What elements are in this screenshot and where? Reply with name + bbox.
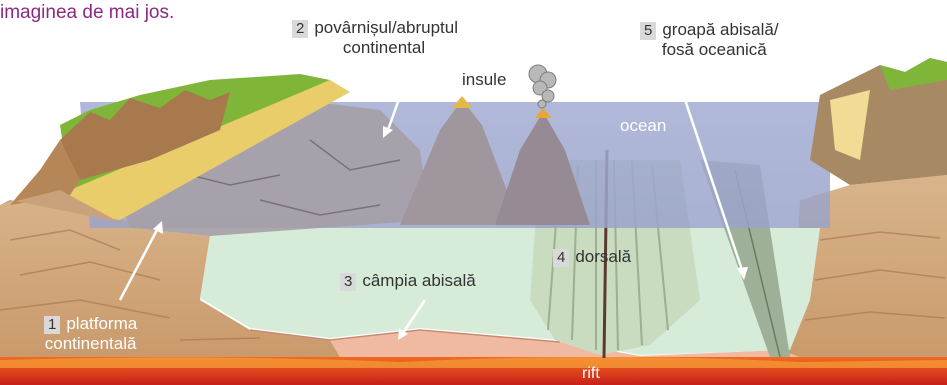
label-continental-slope: 2 povârnișul/abruptul continental [292, 18, 458, 58]
label-oceanic-trench: 5 groapă abisală/ fosă oceanică [640, 20, 779, 60]
label-text: fosă oceanică [652, 40, 767, 59]
eruption-plume [529, 65, 556, 108]
label-text: povârnișul/abruptul [314, 18, 458, 37]
label-text: groapă abisală/ [662, 20, 778, 39]
label-text: continental [325, 38, 425, 57]
label-text: continentală [45, 334, 137, 353]
label-continental-shelf: 1 platforma continentală [44, 314, 137, 354]
label-rift: rift [582, 364, 600, 384]
label-ocean: ocean [620, 116, 666, 136]
label-number: 3 [340, 273, 356, 291]
label-ridge: 4 dorsală [553, 247, 631, 267]
label-abyssal-plain: 3 câmpia abisală [340, 271, 476, 291]
label-number: 1 [44, 316, 60, 334]
label-text: câmpia abisală [362, 271, 475, 290]
label-text: dorsală [575, 247, 631, 266]
label-text: platforma [66, 314, 137, 333]
label-islands: insule [462, 70, 506, 90]
label-number: 2 [292, 20, 308, 38]
label-number: 4 [553, 249, 569, 267]
label-number: 5 [640, 22, 656, 40]
